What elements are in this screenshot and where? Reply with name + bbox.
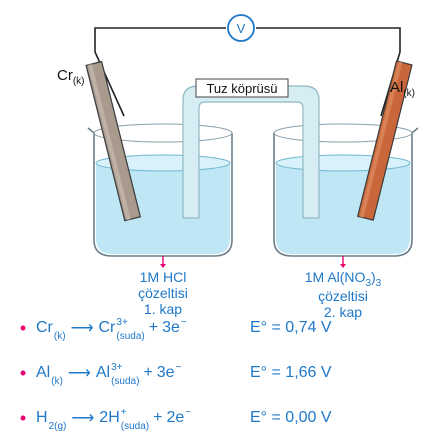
- right-solution-label: 1M Al(NO3)3 çözeltisi 2. kap: [278, 269, 408, 320]
- chromium-electrode: [85, 60, 142, 222]
- standard-potential: E° = 0,00 V: [250, 409, 332, 426]
- standard-potential: E° = 1,66 V: [250, 364, 332, 381]
- salt-bridge-label-box: [195, 78, 289, 98]
- voltmeter-symbol: V: [237, 21, 246, 36]
- salt-bridge-label: Tuz köprüsü: [206, 81, 277, 96]
- right-beaker: [273, 123, 419, 257]
- voltmeter: [227, 14, 255, 42]
- right-solution-concentration: 1M Al(NO3)3: [304, 269, 382, 289]
- galvanic-cell-diagram: V Tuz köprüsü: [85, 14, 419, 268]
- left-solution-label: 1M HCl çözeltisi 1. kap: [108, 269, 218, 317]
- bullet-icon: •: [19, 362, 27, 383]
- standard-potential: E° = 0,74 V: [250, 319, 332, 336]
- bullet-icon: •: [19, 317, 27, 338]
- left-solution-concentration: 1M HCl: [139, 269, 187, 285]
- aluminium-label: Al(k): [390, 79, 416, 99]
- right-container-number: 2. kap: [323, 304, 363, 320]
- salt-bridge: [182, 85, 320, 219]
- aluminium-electrode: [356, 60, 413, 221]
- arrow-icon: ⟶: [71, 410, 95, 427]
- arrow-icon: ⟶: [70, 320, 94, 337]
- bullet-icon: •: [19, 407, 27, 428]
- left-pointer-arrow-icon: [160, 264, 166, 268]
- wire-left: [94, 27, 226, 117]
- wire-right: [256, 27, 401, 117]
- left-solution-word: çözeltisi: [138, 285, 188, 301]
- arrow-icon: ⟶: [67, 365, 91, 382]
- right-solution-word: çözeltisi: [318, 288, 368, 304]
- chromium-label: Cr(k): [57, 67, 85, 87]
- left-container-number: 1. kap: [143, 301, 183, 317]
- right-pointer-arrow-icon: [340, 264, 346, 268]
